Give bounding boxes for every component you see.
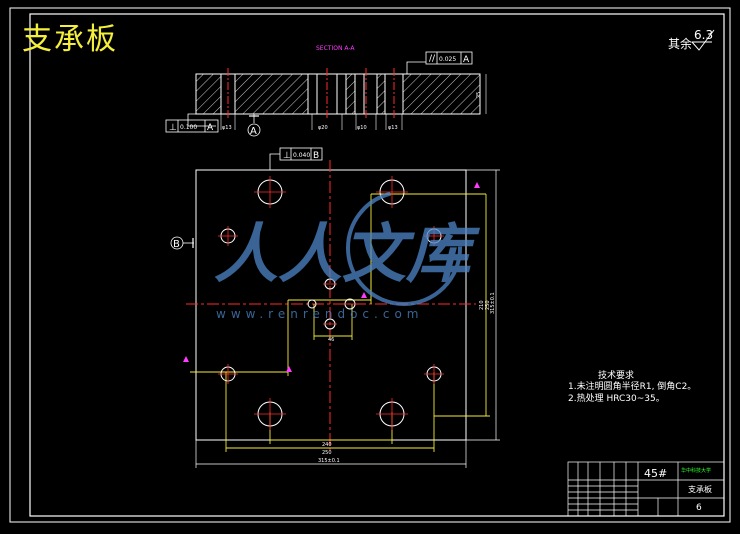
- section-label: SECTION A-A: [316, 45, 355, 52]
- marker-icon: [183, 356, 189, 362]
- section-view: φ13 φ20 φ10 φ13 25: [195, 68, 487, 131]
- section-dim: φ13: [388, 125, 398, 131]
- perp-front-datum: B: [313, 151, 319, 161]
- roughness-note: 其余 6.3: [668, 28, 715, 51]
- plan-view: 240 250 315±0.1 210 250 315±0.1 46: [183, 160, 500, 468]
- outer-frame: [9, 7, 731, 523]
- dim-right-inner: 210: [479, 300, 485, 310]
- dim-right-mid: 250: [485, 300, 491, 310]
- watermark: 人人文库 www.renrendoc.com: [214, 190, 481, 321]
- title-block-part-name: 支承板: [688, 484, 712, 494]
- perp-top-datum: A: [207, 123, 214, 133]
- datum-b: B: [170, 236, 194, 250]
- section-dim: φ10: [357, 125, 367, 131]
- dim-overall-h: 315±0.1: [318, 458, 340, 464]
- marker-icon: [474, 182, 480, 188]
- section-thickness-dim: 25: [476, 92, 482, 98]
- marker-icon: [286, 366, 292, 372]
- dim-right-outer: 315±0.1: [490, 292, 496, 314]
- plate-outline: [195, 169, 467, 441]
- perpendicular-symbol-icon: ⊥: [169, 123, 177, 133]
- title-block: [567, 461, 725, 517]
- section-dim: φ20: [318, 125, 328, 131]
- tech-req-line1: 1.未注明圆角半径R1, 倒角C2。: [568, 380, 696, 392]
- watermark-en: www.renrendoc.com: [216, 307, 423, 321]
- roughness-symbol-icon: [691, 29, 715, 51]
- dim-outer-h: 250: [322, 450, 332, 456]
- roughness-value: 6.3: [694, 28, 713, 42]
- section-dim: φ13: [222, 125, 232, 131]
- marker-icon: [361, 292, 367, 298]
- perp-front-value: 0.040: [293, 152, 310, 159]
- datum-a-label: A: [250, 126, 257, 137]
- datum-a: A: [247, 114, 261, 137]
- page-title: 支承板: [22, 22, 118, 57]
- datum-b-label: B: [173, 239, 180, 250]
- dimension-lines: [190, 193, 490, 452]
- perpendicular-symbol-icon: ⊥: [283, 151, 291, 161]
- tolerance-parallel: // 0.025 A: [406, 51, 473, 74]
- parallel-datum: A: [463, 55, 470, 65]
- tech-req-line2: 2.热处理 HRC30~35。: [568, 392, 665, 404]
- tech-requirements: 技术要求 1.未注明圆角半径R1, 倒角C2。 2.热处理 HRC30~35。: [568, 369, 696, 404]
- parallel-value: 0.025: [439, 56, 456, 63]
- tech-req-heading: 技术要求: [598, 369, 634, 381]
- tolerance-perp-top: ⊥ 0.100 A: [165, 113, 219, 133]
- hole-small: [307, 299, 317, 309]
- perp-top-value: 0.100: [180, 124, 197, 131]
- inner-frame: [29, 13, 725, 517]
- title-block-sheet-no: 6: [696, 503, 702, 513]
- parallel-symbol-icon: //: [429, 54, 436, 64]
- title-block-material: 45#: [644, 467, 667, 480]
- dim-inner-h: 240: [322, 442, 332, 448]
- roughness-prefix: 其余: [668, 36, 692, 51]
- tolerance-perp-front: ⊥ 0.040 B: [269, 147, 323, 170]
- watermark-cn: 人人文库: [214, 218, 481, 292]
- title-block-school: 华中科技大学: [681, 467, 711, 474]
- dim-center-small: 46: [328, 337, 334, 343]
